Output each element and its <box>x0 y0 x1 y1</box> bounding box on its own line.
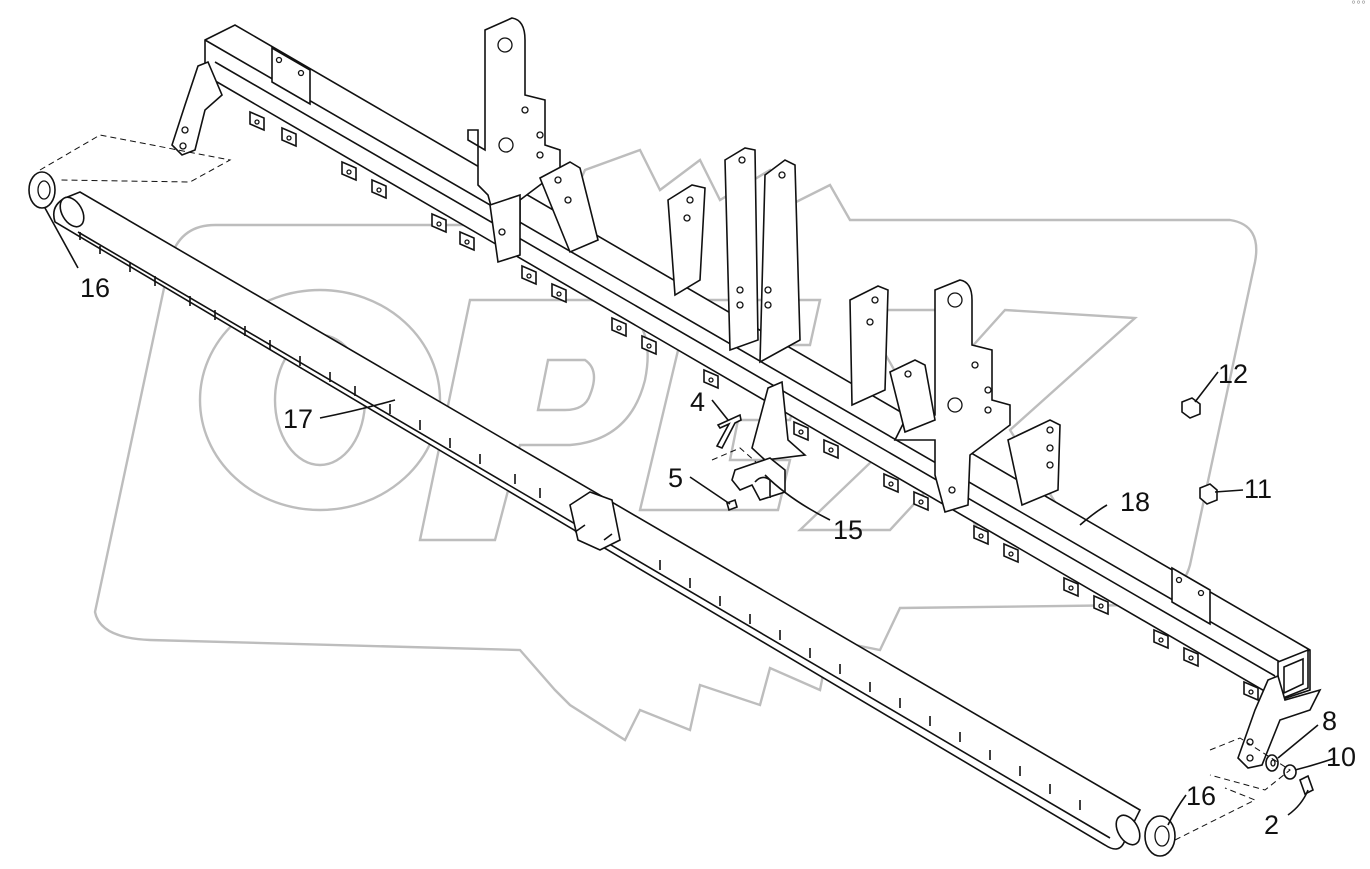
label-10: 10 <box>1326 742 1356 772</box>
end-bracket-right <box>1237 674 1322 769</box>
mounting-plate-4 <box>849 285 889 407</box>
mounting-plate-3 <box>667 147 801 364</box>
mounting-plate-1 <box>467 17 561 264</box>
washer-part-10 <box>1283 764 1297 780</box>
nut-part-5 <box>726 498 738 512</box>
label-4: 4 <box>690 387 705 417</box>
label-5: 5 <box>668 463 683 493</box>
shaft-part-17 <box>52 191 1142 850</box>
end-bracket-left <box>171 60 223 156</box>
bracket-part-15 <box>731 380 807 501</box>
assembly-dashed-lines <box>39 134 1291 841</box>
nut-part-12 <box>1181 397 1201 419</box>
label-2: 2 <box>1264 810 1279 840</box>
label-11: 11 <box>1244 474 1272 504</box>
corner-mark: °°° <box>1351 0 1366 11</box>
nut-part-11 <box>1199 483 1218 505</box>
label-18: 18 <box>1120 487 1150 517</box>
leader-lines <box>44 207 1336 826</box>
label-16-left: 16 <box>80 273 110 303</box>
mounting-plate-2 <box>538 161 599 254</box>
label-12: 12 <box>1218 359 1248 389</box>
bushing-part-16-left <box>28 171 56 209</box>
label-17: 17 <box>283 404 313 434</box>
label-8: 8 <box>1322 706 1337 736</box>
bolt-part-4 <box>711 413 757 463</box>
beam-lugs <box>249 110 1259 702</box>
bushing-part-16-right <box>1144 815 1176 857</box>
label-16-right: 16 <box>1186 781 1216 811</box>
mounting-plate-5 <box>893 279 1011 514</box>
bolt-part-2 <box>1299 774 1314 796</box>
washer-part-8 <box>1265 754 1279 772</box>
label-15: 15 <box>833 515 863 545</box>
part-labels: 16 17 4 5 15 18 12 11 8 10 2 16 <box>80 273 1356 840</box>
mounting-plate-6 <box>889 359 1061 507</box>
